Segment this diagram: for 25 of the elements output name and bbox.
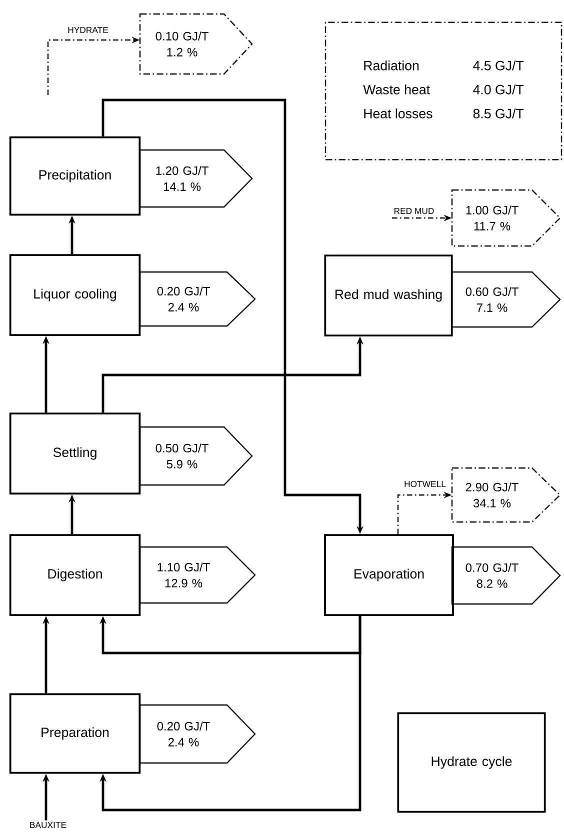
process-box: Red mud washing <box>324 254 453 336</box>
energy-tag: 0.70 GJ/T 8.2 % <box>451 546 561 605</box>
process-box: Precipitation <box>9 136 141 216</box>
energy-tag: 2.90 GJ/T 34.1 % <box>451 467 561 523</box>
flow-arrow <box>100 616 362 654</box>
edge-label: HOTWELL <box>402 480 448 488</box>
energy-tag: 0.20 GJ/T 2.4 % <box>139 704 256 764</box>
process-box: Liquor cooling <box>9 254 141 336</box>
edge-label: HYDRATE <box>66 26 110 34</box>
energy-tag: 0.50 GJ/T 5.9 % <box>139 426 253 486</box>
energy-tag: 0.10 GJ/T 1.2 % <box>139 13 253 75</box>
process-box: Evaporation <box>324 534 454 616</box>
process-box: Settling <box>9 412 141 494</box>
energy-tag: 0.60 GJ/T 7.1 % <box>451 271 561 328</box>
energy-tag: 1.20 GJ/T 14.1 % <box>139 149 253 208</box>
process-box: Preparation <box>9 693 141 774</box>
process-box: Hydrate cycle <box>397 712 546 813</box>
process-box: Digestion <box>9 534 141 616</box>
edge-label: RED MUD <box>392 206 436 216</box>
input-label: BAUXITE <box>30 822 66 828</box>
energy-tag: 1.10 GJ/T 12.9 % <box>139 546 256 604</box>
energy-tag: 1.00 GJ/T 11.7 % <box>451 189 561 247</box>
flow-arrow <box>100 616 362 812</box>
summary-box: Radiation 4.5 GJ/T Waste heat 4.0 GJ/T Heat losses 8.5 GJ/T <box>324 22 562 160</box>
energy-tag: 0.20 GJ/T 2.4 % <box>139 271 256 327</box>
